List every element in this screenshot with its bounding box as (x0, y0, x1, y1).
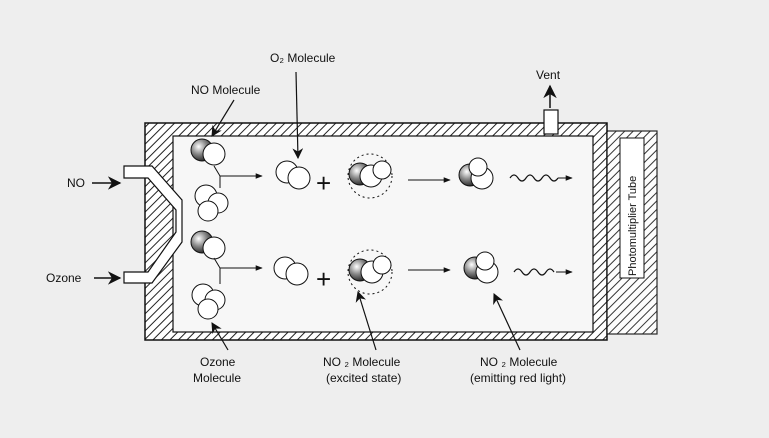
light-wave-icon (509, 174, 559, 182)
callout-no2-emitting (493, 293, 521, 351)
inlet-manifold (123, 165, 183, 284)
callout-no2-excited (355, 290, 377, 351)
no2-excited-glow (347, 153, 393, 199)
photomultiplier-label: Photomultiplier Tube (627, 176, 639, 276)
no2-excited-label-2: (excited state) (326, 371, 401, 385)
no2-excited-label-1: NO ₂ Molecule (323, 355, 401, 369)
ozone-molecule-label-2: Molecule (193, 371, 241, 385)
bottom-reaction-row (190, 230, 573, 320)
photomultiplier-tube: Photomultiplier Tube (606, 130, 658, 335)
ozone-molecule-label-1: Ozone (200, 355, 236, 369)
plus-sign-bottom: + (316, 264, 331, 294)
callout-ozone (211, 322, 229, 351)
no2-emitting-label-2: (emitting red light) (470, 371, 566, 385)
callout-no (211, 99, 235, 137)
top-reaction-row (190, 138, 573, 222)
plus-sign-top: + (316, 168, 331, 198)
vent-pipe (543, 109, 559, 135)
callout-o2 (292, 71, 304, 160)
no-inlet-label: NO (67, 176, 85, 190)
no-molecule-label: NO Molecule (191, 83, 261, 97)
no2-emitting-label-1: NO ₂ Molecule (480, 355, 558, 369)
ozone-inlet-label: Ozone (46, 271, 82, 285)
vent-label: Vent (536, 68, 561, 82)
o2-molecule-label: O₂ Molecule (270, 51, 336, 65)
